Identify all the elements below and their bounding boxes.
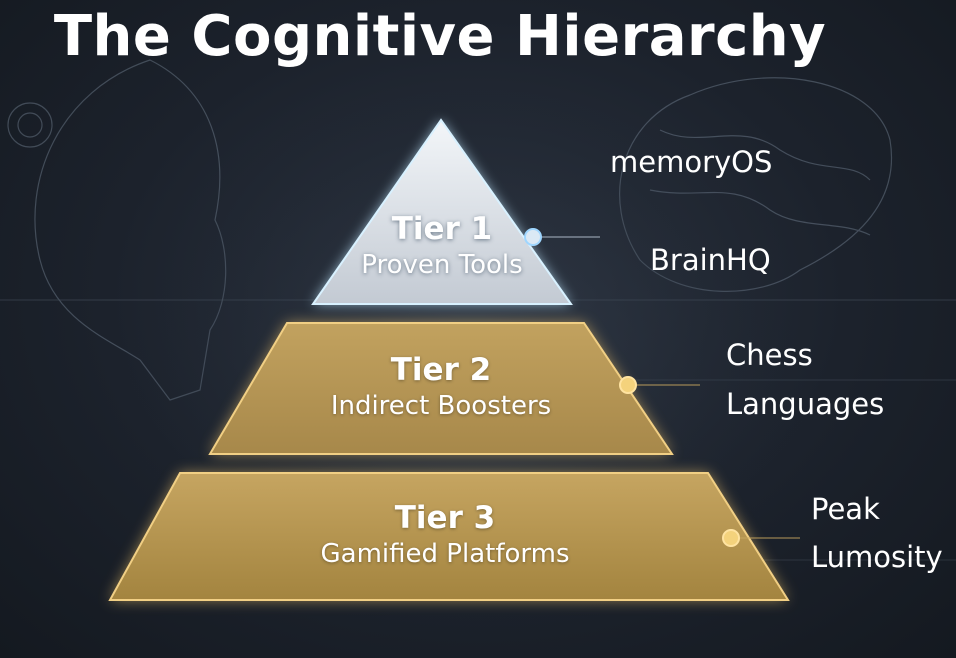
- tier-3-subtitle: Gamified Platforms: [320, 539, 570, 569]
- tier-1-example: BrainHQ: [650, 243, 771, 277]
- tier-1-layer: [311, 118, 573, 305]
- tier-2-title: Tier 2: [390, 352, 492, 388]
- tier-2-example: Chess: [726, 338, 813, 372]
- tier-2-label-group: Tier 2 Indirect Boosters: [250, 351, 632, 423]
- tier-2-example: Languages: [726, 387, 885, 421]
- tier-1-label-group: Tier 1 Proven Tools: [313, 210, 571, 282]
- tier-2-connector: [619, 376, 700, 394]
- tier-3-connector: [722, 529, 800, 547]
- tier-2-subtitle: Indirect Boosters: [330, 391, 552, 421]
- tier-3-layer: [108, 472, 790, 601]
- tier-1-example: memoryOS: [610, 145, 773, 179]
- page-title: The Cognitive Hierarchy: [53, 4, 827, 69]
- tier-3-example: Peak: [811, 492, 880, 526]
- tier-1-subtitle: Proven Tools: [361, 250, 523, 280]
- tier-1-connector: [524, 228, 600, 246]
- tier-3-title: Tier 3: [394, 500, 496, 536]
- tier-3-example: Lumosity: [811, 540, 943, 574]
- tier-1-title: Tier 1: [391, 211, 493, 247]
- tier-2-layer: [208, 322, 674, 455]
- tier-3-label-group: Tier 3 Gamified Platforms: [200, 499, 690, 571]
